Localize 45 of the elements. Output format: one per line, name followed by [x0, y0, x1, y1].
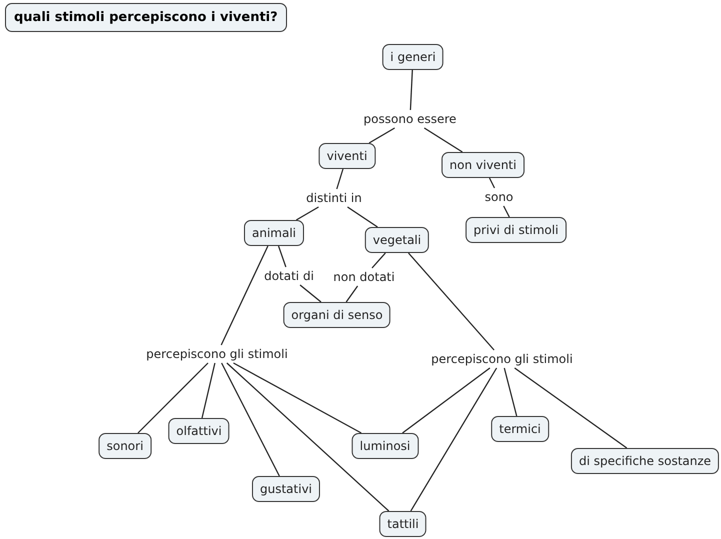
connector-line: [504, 368, 518, 416]
concept-box: i generi: [382, 44, 444, 70]
connector-line: [220, 246, 268, 346]
concept-box: sonori: [98, 433, 152, 459]
concept-box: viventi: [318, 143, 376, 169]
concept-box: animali: [244, 220, 304, 246]
concept-box: luminosi: [352, 433, 418, 459]
linking-phrase: non dotati: [332, 270, 396, 284]
connector-line: [278, 246, 286, 268]
connector-line: [221, 362, 280, 476]
connector-line: [226, 362, 390, 512]
linking-phrase: sono: [484, 190, 514, 204]
connector-line: [408, 252, 494, 350]
connector-line: [201, 362, 216, 418]
connector-line: [138, 362, 208, 434]
linking-phrase: percepiscono gli stimoli: [145, 347, 289, 361]
concept-box: olfattivi: [168, 418, 230, 444]
concept-box: non viventi: [442, 152, 524, 178]
connector-line: [424, 128, 463, 152]
linking-phrase: percepiscono gli stimoli: [430, 352, 574, 366]
concept-box: gustativi: [252, 476, 320, 502]
concept-box: vegetali: [364, 227, 430, 253]
linking-phrase: dotati di: [263, 269, 315, 283]
linking-phrase: possono essere: [362, 112, 458, 126]
connector-line: [300, 284, 322, 302]
linking-phrase: distinti in: [305, 191, 363, 205]
title-box: quali stimoli percepiscono i viventi?: [5, 3, 287, 32]
connector-line: [346, 286, 358, 302]
connector-line: [372, 252, 386, 268]
connector-line: [514, 368, 628, 448]
connector-line: [296, 206, 319, 221]
connector-line: [410, 368, 498, 512]
concept-box: di specifiche sostanze: [570, 448, 720, 474]
concept-box: organi di senso: [283, 302, 391, 328]
connector-line: [368, 127, 395, 144]
connector-line: [336, 168, 344, 190]
connector-line: [402, 368, 490, 434]
connector-line: [488, 178, 496, 188]
concept-box: tattili: [379, 511, 427, 537]
concept-box: privi di stimoli: [466, 217, 566, 243]
concept-box: termici: [491, 416, 549, 442]
connector-line: [347, 206, 378, 228]
connector-line: [503, 206, 510, 218]
connector-line: [233, 362, 362, 434]
connector-line: [410, 70, 413, 110]
